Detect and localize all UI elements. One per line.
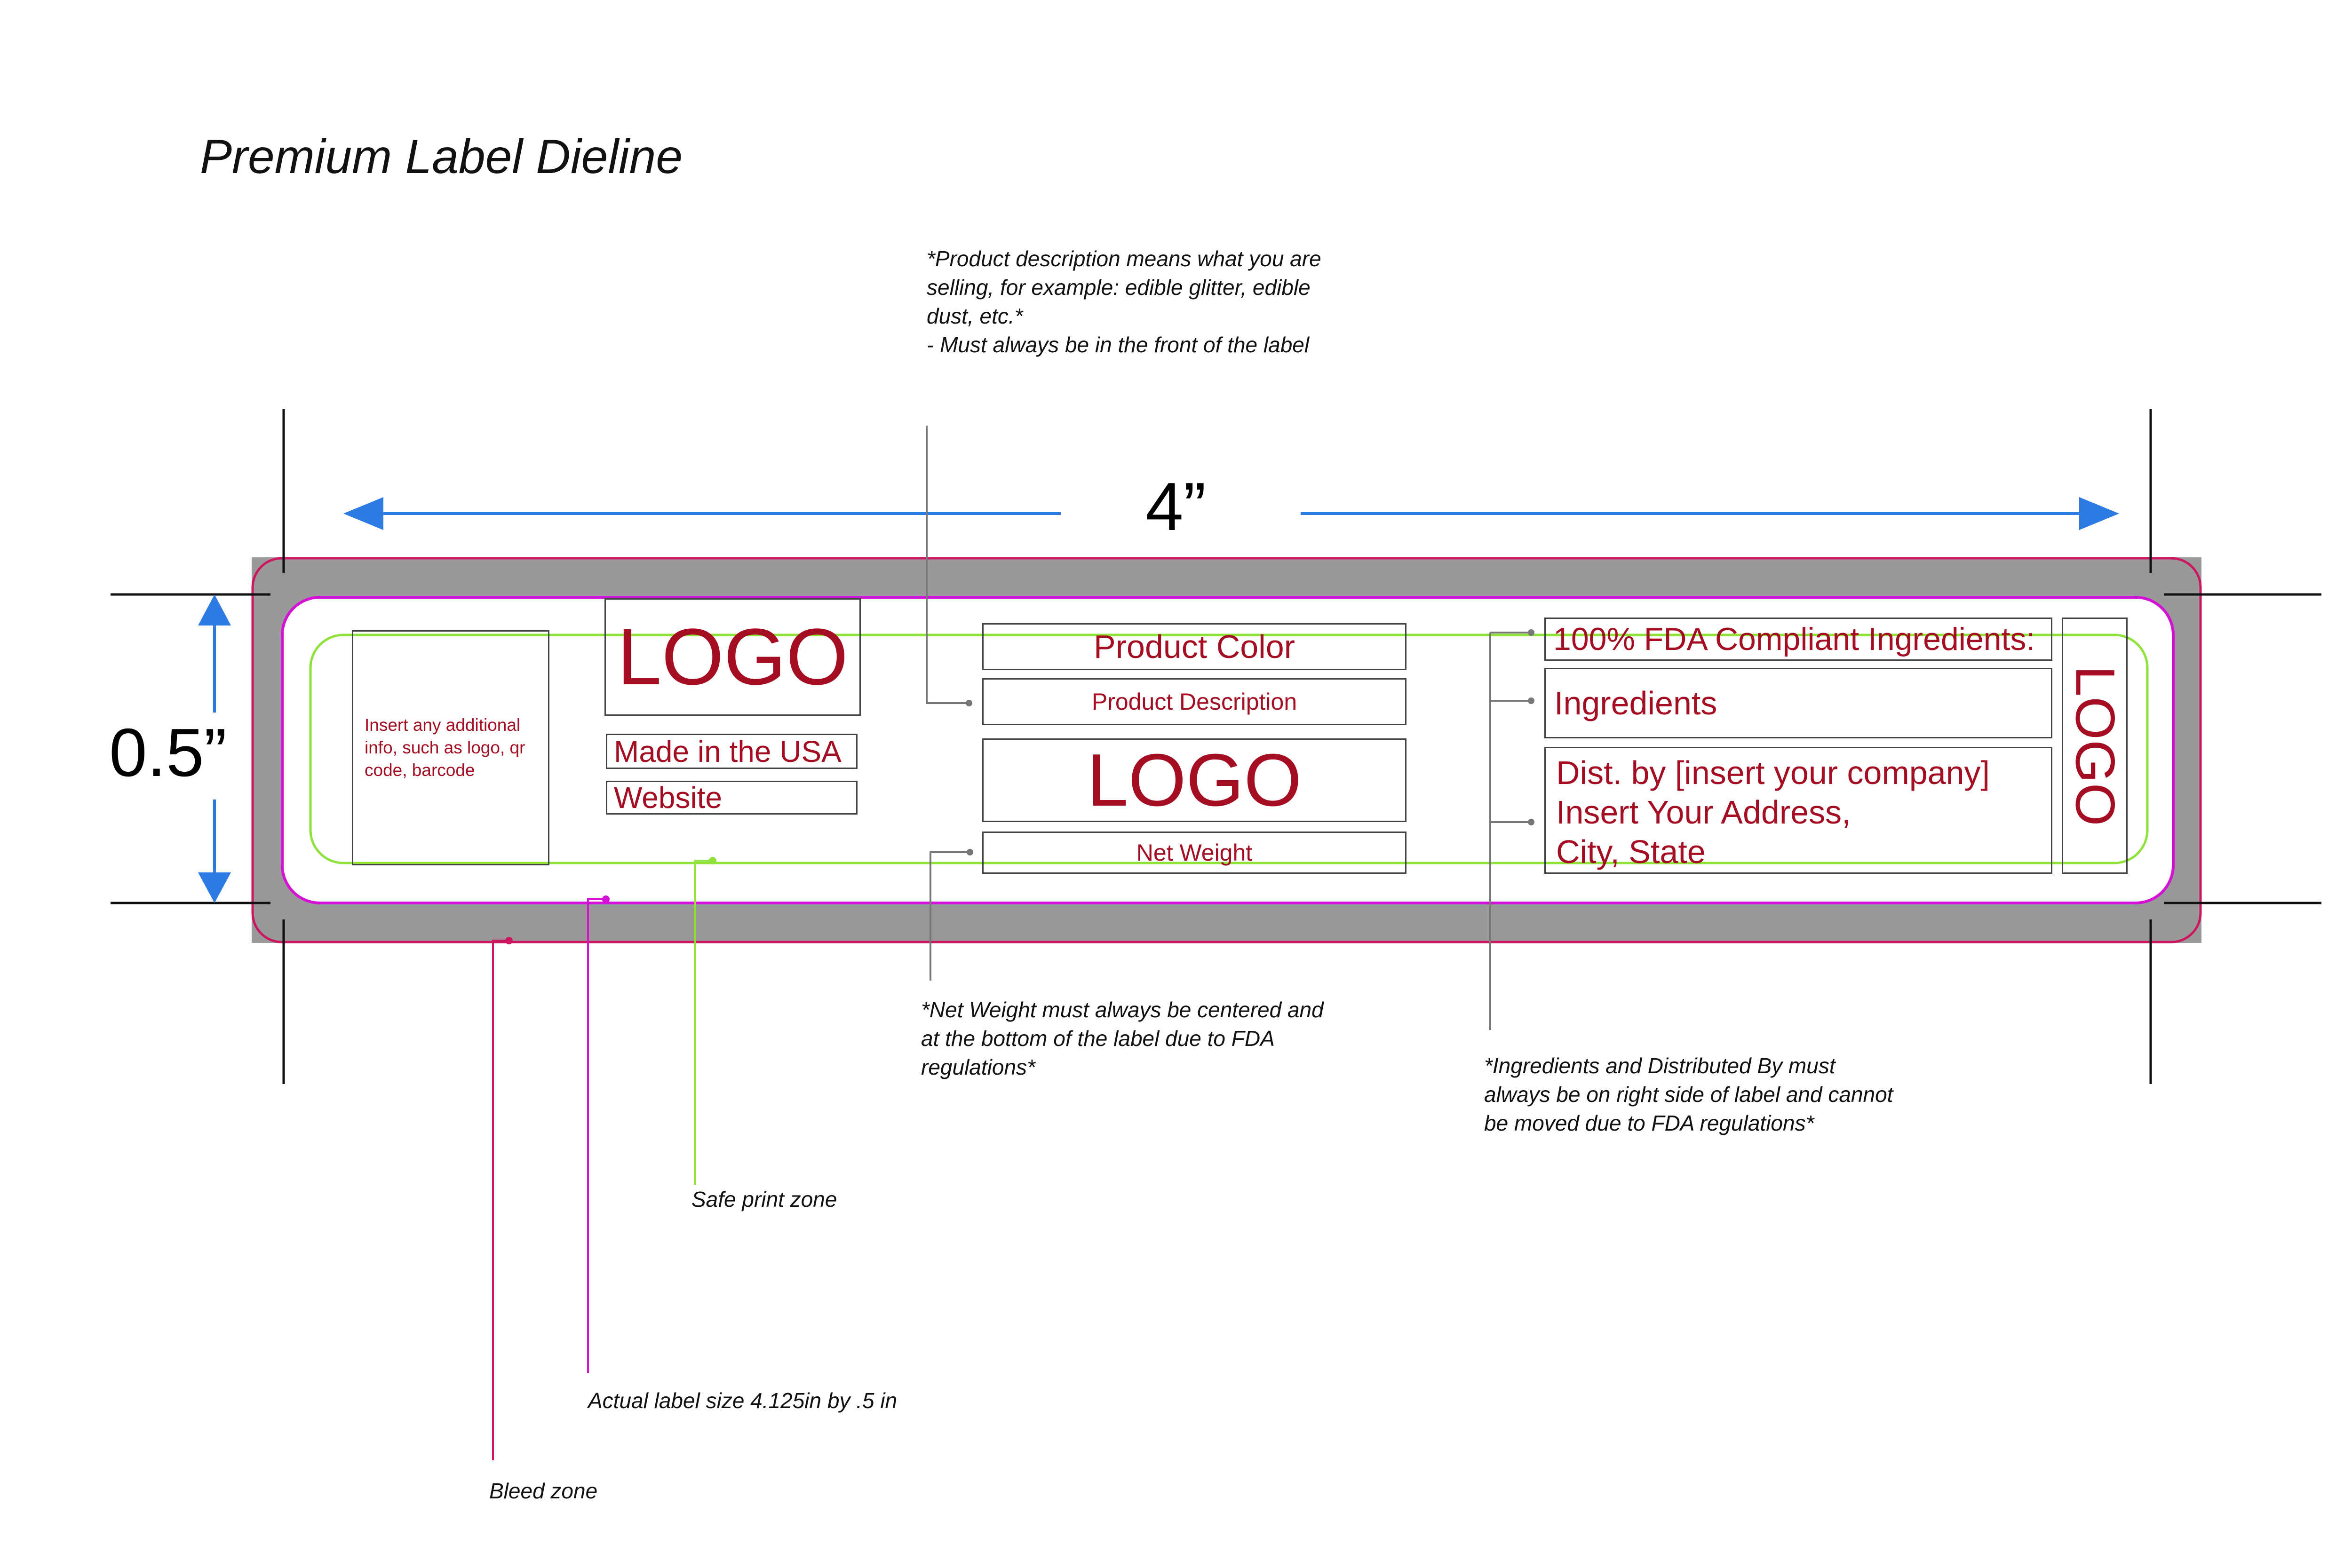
product-color-text: Product Color [1094,628,1295,665]
logo-right-box: LOGO [2062,618,2128,874]
note-safe-print-zone: Safe print zone [691,1187,837,1212]
net-weight-box: Net Weight [982,832,1406,874]
product-description-text: Product Description [1091,689,1297,715]
actual-label [281,596,2175,904]
width-arrow [343,497,2119,530]
logo-left-box: LOGO [604,598,861,716]
distributor-box: Dist. by [insert your company] Insert Yo… [1544,747,2052,874]
safe-print-zone [309,634,2149,864]
crop-marks [111,409,2321,1084]
note-actual-label-size: Actual label size 4.125in by .5 in [588,1388,898,1413]
net-weight-text: Net Weight [1136,839,1253,866]
leader-ingredients [1489,632,1531,1030]
additional-info-box: Insert any additional info, such as logo… [352,630,549,865]
note-net-weight: *Net Weight must always be centered and … [921,998,1324,1079]
website-box: Website [606,781,858,815]
ingredients-text: Ingredients [1554,685,1717,721]
logo-center-text: LOGO [1087,739,1302,822]
made-in-usa-box: Made in the USA [606,734,858,769]
leader-product-description [926,426,969,704]
product-description-box: Product Description [982,678,1406,725]
ingredients-box: Ingredients [1544,668,2052,738]
height-arrow [198,594,231,903]
page-title: Premium Label Dieline [200,130,683,183]
website-text: Website [614,781,723,815]
product-color-box: Product Color [982,623,1406,670]
note-ingredients: *Ingredients and Distributed By must alw… [1484,1053,1893,1135]
bleed-outline [251,557,2202,943]
additional-info-text: Insert any additional info, such as logo… [365,715,525,780]
distributor-text: Dist. by [insert your company] Insert Yo… [1556,754,1990,870]
fda-compliant-box: 100% FDA Compliant Ingredients: [1544,618,2052,661]
logo-right-text: LOGO [2064,665,2126,826]
fda-compliant-text: 100% FDA Compliant Ingredients: [1553,621,2035,657]
height-dimension-label: 0.5” [109,714,227,791]
logo-left-text: LOGO [617,612,849,702]
note-product-description: *Product description means what you are … [927,246,1321,357]
note-bleed-zone: Bleed zone [489,1479,598,1503]
width-dimension-label: 4” [1145,468,1206,545]
logo-center-box: LOGO [982,738,1406,822]
made-in-usa-text: Made in the USA [614,734,842,768]
